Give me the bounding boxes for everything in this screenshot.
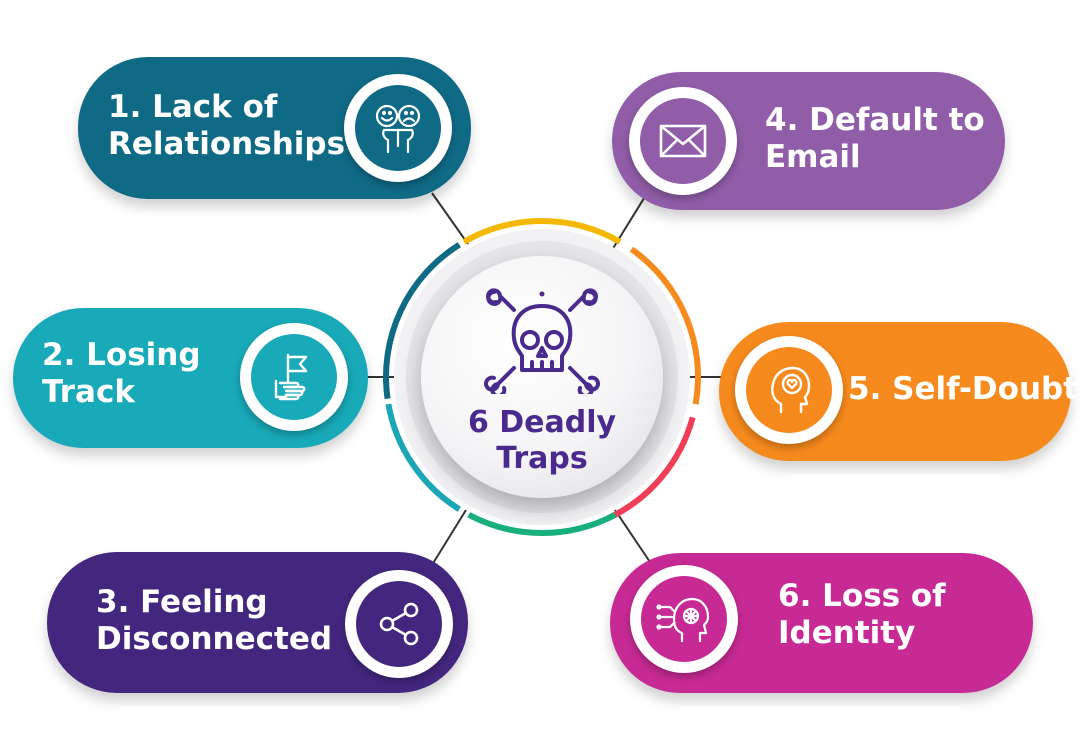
trap-2-icon-ring [240,323,348,431]
trap-2-line1: 2. Losing [42,337,201,373]
trap-4-line1: 4. Default to [765,102,985,138]
trap-4-label: 4. Default to Email [765,102,985,176]
trap-3-label: 3. Feeling Disconnected [96,584,332,658]
trap-4-icon-ring [629,87,737,195]
trap-6-line2: Identity [778,615,916,651]
trap-6-line1: 6. Loss of [778,578,946,614]
connector-1 [431,192,469,245]
hand-flag-icon [274,353,308,401]
trap-1-icon-ring [344,74,452,182]
envelope-icon [659,124,707,158]
trap-3-line1: 3. Feeling [96,584,268,620]
center-title-line2: Traps [496,441,588,476]
trap-3-line2: Disconnected [96,621,333,657]
connector-6 [614,509,653,566]
trap-2-line2: Track [42,374,135,410]
trap-6-label: 6. Loss of Identity [778,578,946,652]
trap-2-label: 2. Losing Track [42,337,201,411]
center-title-line1: 6 Deadly [467,405,617,440]
happy-sad-faces-icon [375,104,421,154]
trap-6-icon-ring [630,565,738,673]
center-title: 6 Deadly Traps [421,405,663,477]
trap-1-label: 1. Lack of Relationships [108,89,345,163]
trap-1-line2: Relationships [108,126,346,162]
share-icon [379,602,419,646]
head-heart-icon [771,366,811,414]
trap-1-line1: 1. Lack of [108,89,278,125]
trap-5-label: 5. Self-Doubt [848,371,1078,408]
ring-arc-yellow [462,218,622,245]
trap-3-icon-ring [345,570,453,678]
skull-crossbones-icon [484,288,600,394]
ring-arc-teal [385,403,461,512]
trap-5-line1: 5. Self-Doubt [848,371,1079,407]
ring-arc-orange [629,246,701,405]
ring-arc-green [467,512,617,536]
trap-5-icon-ring [735,336,843,444]
trap-4-line2: Email [765,139,861,175]
ring-arc-red [606,416,696,522]
ring-arc-dark-teal [383,242,461,400]
head-network-icon [656,597,710,643]
connector-3 [431,509,467,566]
